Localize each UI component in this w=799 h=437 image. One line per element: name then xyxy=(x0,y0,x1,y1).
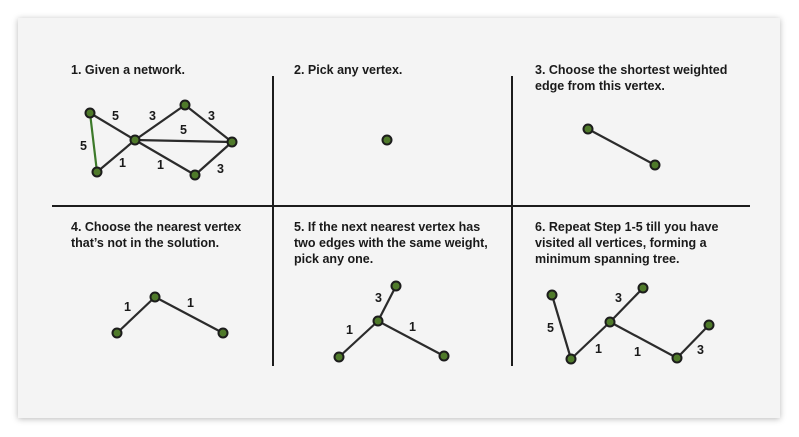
vertex xyxy=(438,350,450,362)
edge-weight: 5 xyxy=(547,321,554,335)
equal-weight-graph: 3 1 1 xyxy=(333,280,450,363)
vertex xyxy=(149,291,161,303)
divider-vertical-2 xyxy=(511,76,513,366)
edge xyxy=(115,295,157,335)
vertex xyxy=(179,99,191,111)
edge-weight: 1 xyxy=(346,323,353,337)
edge xyxy=(133,138,234,144)
vertex xyxy=(604,316,616,328)
edge xyxy=(133,138,197,177)
edge-weight: 1 xyxy=(409,320,416,334)
edge xyxy=(88,111,99,174)
vertex xyxy=(372,315,384,327)
edge xyxy=(193,140,234,177)
edge-weight: 3 xyxy=(697,343,704,357)
step-3-caption: 3. Choose the shortest weighted edge fro… xyxy=(535,63,728,93)
vertex xyxy=(637,282,649,294)
edge xyxy=(183,103,234,144)
vertex xyxy=(703,319,715,331)
vertex xyxy=(217,327,229,339)
vertex xyxy=(129,134,141,146)
vertex xyxy=(189,169,201,181)
shortest-edge-graph xyxy=(582,123,661,171)
edge-weight: 5 xyxy=(180,123,187,137)
edge-weight: 5 xyxy=(80,139,87,153)
vertex xyxy=(671,352,683,364)
vertex xyxy=(333,351,345,363)
step-5-caption: 5. If the next nearest vertex has two ed… xyxy=(294,220,488,266)
nearest-vertex-graph: 1 1 xyxy=(111,291,229,339)
edge-weight: 1 xyxy=(634,345,641,359)
edge-weight: 1 xyxy=(595,342,602,356)
vertex xyxy=(582,123,594,135)
edge xyxy=(550,293,573,361)
edge-weight: 1 xyxy=(119,156,126,170)
vertex xyxy=(84,107,96,119)
edge xyxy=(133,103,187,142)
vertex xyxy=(381,134,393,146)
edge-weight: 3 xyxy=(615,291,622,305)
edge xyxy=(88,111,137,142)
vertex xyxy=(390,280,402,292)
step-1-caption: 1. Given a network. xyxy=(71,63,185,77)
vertex xyxy=(91,166,103,178)
vertex xyxy=(649,159,661,171)
step-2-caption: 2. Pick any vertex. xyxy=(294,63,403,77)
edge xyxy=(569,320,612,361)
edge xyxy=(586,127,657,167)
edge xyxy=(337,319,380,359)
network-graph: 5 3 3 5 5 1 1 3 xyxy=(80,99,238,181)
vertex xyxy=(111,327,123,339)
step-6-caption: 6. Repeat Step 1-5 till you have visited… xyxy=(535,220,719,266)
diagram-card: 1. Given a network. 2. Pick any vertex. … xyxy=(18,18,780,418)
edge-weight: 3 xyxy=(375,291,382,305)
single-vertex-graph xyxy=(381,134,393,146)
edge-weight: 1 xyxy=(157,158,164,172)
edge xyxy=(95,138,137,174)
vertex xyxy=(565,353,577,365)
edge-weight: 1 xyxy=(124,300,131,314)
spanning-tree-graph: 5 3 1 1 3 xyxy=(546,282,715,365)
vertex xyxy=(546,289,558,301)
edge xyxy=(608,286,645,324)
vertex xyxy=(226,136,238,148)
edge xyxy=(376,319,446,358)
edge-weight: 1 xyxy=(187,296,194,310)
edge xyxy=(675,323,711,360)
edge xyxy=(153,295,225,335)
edge-weight: 3 xyxy=(208,109,215,123)
edge-weight: 3 xyxy=(149,109,156,123)
edge xyxy=(608,320,679,360)
divider-vertical-1 xyxy=(272,76,274,366)
edge-weight: 5 xyxy=(112,109,119,123)
divider-horizontal xyxy=(52,205,750,207)
graphs-svg: 5 3 3 5 5 1 1 3 1 1 xyxy=(80,99,715,365)
edge xyxy=(376,284,398,323)
step-4-caption: 4. Choose the nearest vertex that’s not … xyxy=(71,220,242,250)
edge-weight: 3 xyxy=(217,162,224,176)
